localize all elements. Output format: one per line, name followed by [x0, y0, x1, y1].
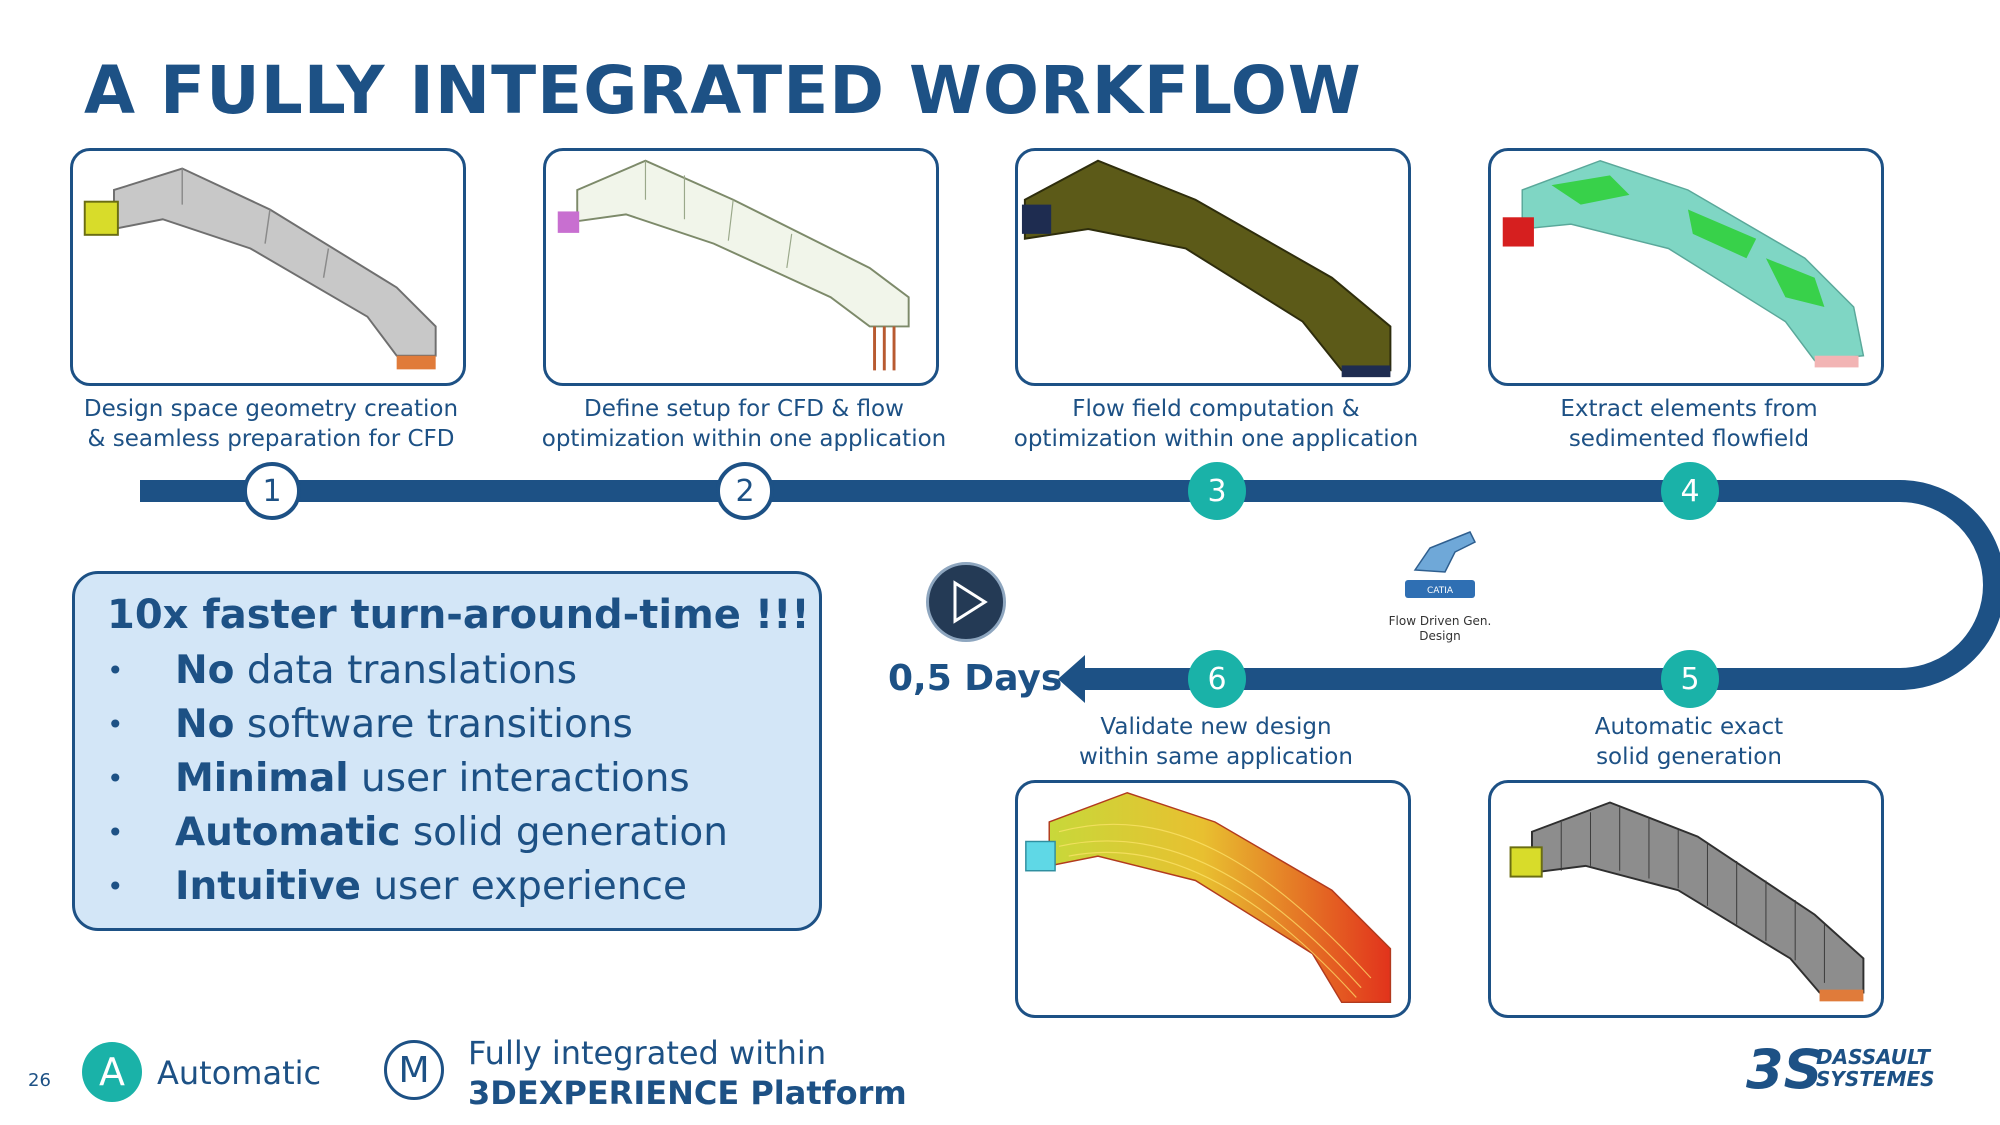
step-1-marker: 1 [243, 462, 301, 520]
mesh-duct-icon [557, 159, 910, 371]
step-2-image [543, 148, 939, 386]
page-title: A FULLY INTEGRATED WORKFLOW [84, 52, 1362, 129]
integrated-badge: M [384, 1040, 444, 1100]
automatic-legend-label: Automatic [157, 1054, 322, 1092]
benefits-heading: 10x faster turn-around-time !!! [107, 592, 810, 638]
duration-label: 0,5 Days [888, 658, 1063, 699]
benefits-box: 10x faster turn-around-time !!! •No data… [72, 571, 822, 931]
step-3-marker: 3 [1188, 462, 1246, 520]
step-5-marker: 5 [1661, 650, 1719, 708]
svg-text:SYSTEMES: SYSTEMES [1816, 1067, 1935, 1091]
timeline-arrowhead [1058, 655, 1085, 703]
olive-duct-icon [1021, 159, 1392, 378]
benefit-item: •Automatic solid generation [107, 810, 728, 855]
timeline-track [140, 480, 2000, 690]
step-1-image [70, 148, 466, 386]
step-3-caption: Flow field computation &optimization wit… [1013, 396, 1419, 452]
catia-app-shortcut[interactable]: CATIA Flow Driven Gen. Design [1380, 520, 1500, 650]
benefit-item: •Intuitive user experience [107, 864, 687, 909]
svg-text:DASSAULT: DASSAULT [1816, 1045, 1931, 1069]
flowfield-duct-icon [1502, 159, 1865, 368]
step-6-image [1015, 780, 1411, 1018]
page-number: 26 [28, 1070, 51, 1091]
automatic-badge: A [82, 1042, 142, 1102]
benefit-item: •Minimal user interactions [107, 756, 690, 801]
step-6-marker: 6 [1188, 650, 1246, 708]
svg-text:3S: 3S [1746, 1038, 1822, 1100]
catia-app-icon: CATIA [1405, 531, 1477, 598]
gray-duct-icon [83, 167, 437, 370]
svg-text:CATIA: CATIA [1427, 586, 1454, 596]
step-4-image [1488, 148, 1884, 386]
play-video-button[interactable] [926, 562, 1006, 642]
step-3-image [1015, 148, 1411, 386]
step-2-marker: 2 [716, 462, 774, 520]
step-4-marker: 4 [1661, 462, 1719, 520]
streamline-duct-icon [1025, 791, 1392, 1004]
benefit-item: •No data translations [107, 648, 578, 693]
benefit-item: •No software transitions [107, 702, 633, 747]
wireframe-duct-icon [1509, 801, 1865, 1002]
integrated-legend-line1: Fully integrated within [468, 1034, 827, 1072]
integrated-legend-line2: 3DEXPERIENCE Platform [468, 1074, 907, 1112]
step-5-image [1488, 780, 1884, 1018]
play-icon [953, 580, 988, 624]
dassault-systemes-logo: 3S DASSAULT SYSTEMES [1746, 1038, 1935, 1100]
benefits-list: •No data translations •No software trans… [107, 644, 819, 914]
step-1-caption: Design space geometry creation& seamless… [83, 396, 459, 452]
